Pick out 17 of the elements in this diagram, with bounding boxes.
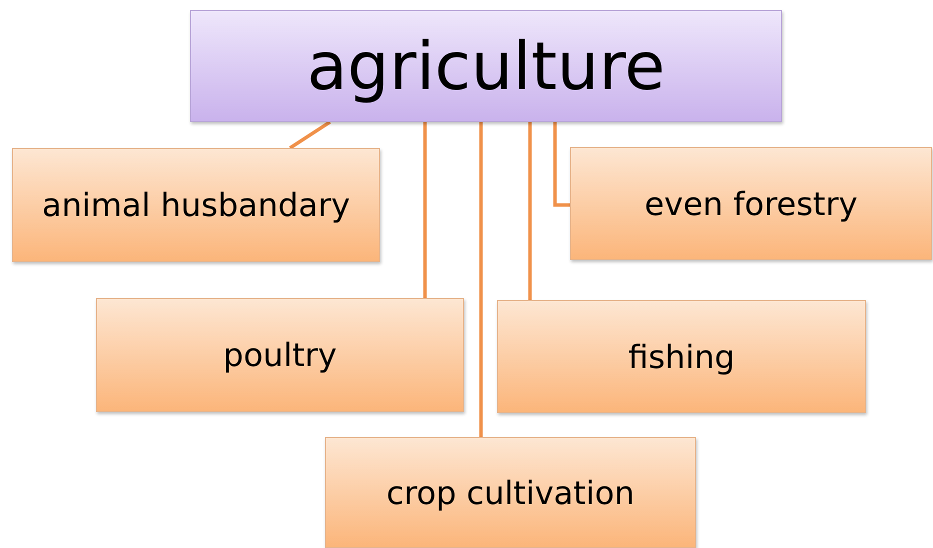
subtopic-box xyxy=(12,148,380,262)
connector-line xyxy=(553,122,570,207)
box-label: even forestry xyxy=(644,184,858,222)
box-label: animal husbandary xyxy=(42,186,350,224)
subtopic-box xyxy=(570,147,932,260)
topic-box xyxy=(190,10,782,122)
connector-line xyxy=(528,122,532,300)
connector-line xyxy=(289,120,331,150)
subtopic-box xyxy=(325,437,696,548)
connector-line xyxy=(479,122,483,437)
box-label: agriculture xyxy=(306,28,666,104)
box-label: poultry xyxy=(223,336,337,374)
box-label: crop cultivation xyxy=(386,474,635,512)
connector-line xyxy=(423,122,427,298)
subtopic-box xyxy=(96,298,464,412)
box-label: fishing xyxy=(628,338,735,376)
subtopic-box xyxy=(497,300,866,413)
